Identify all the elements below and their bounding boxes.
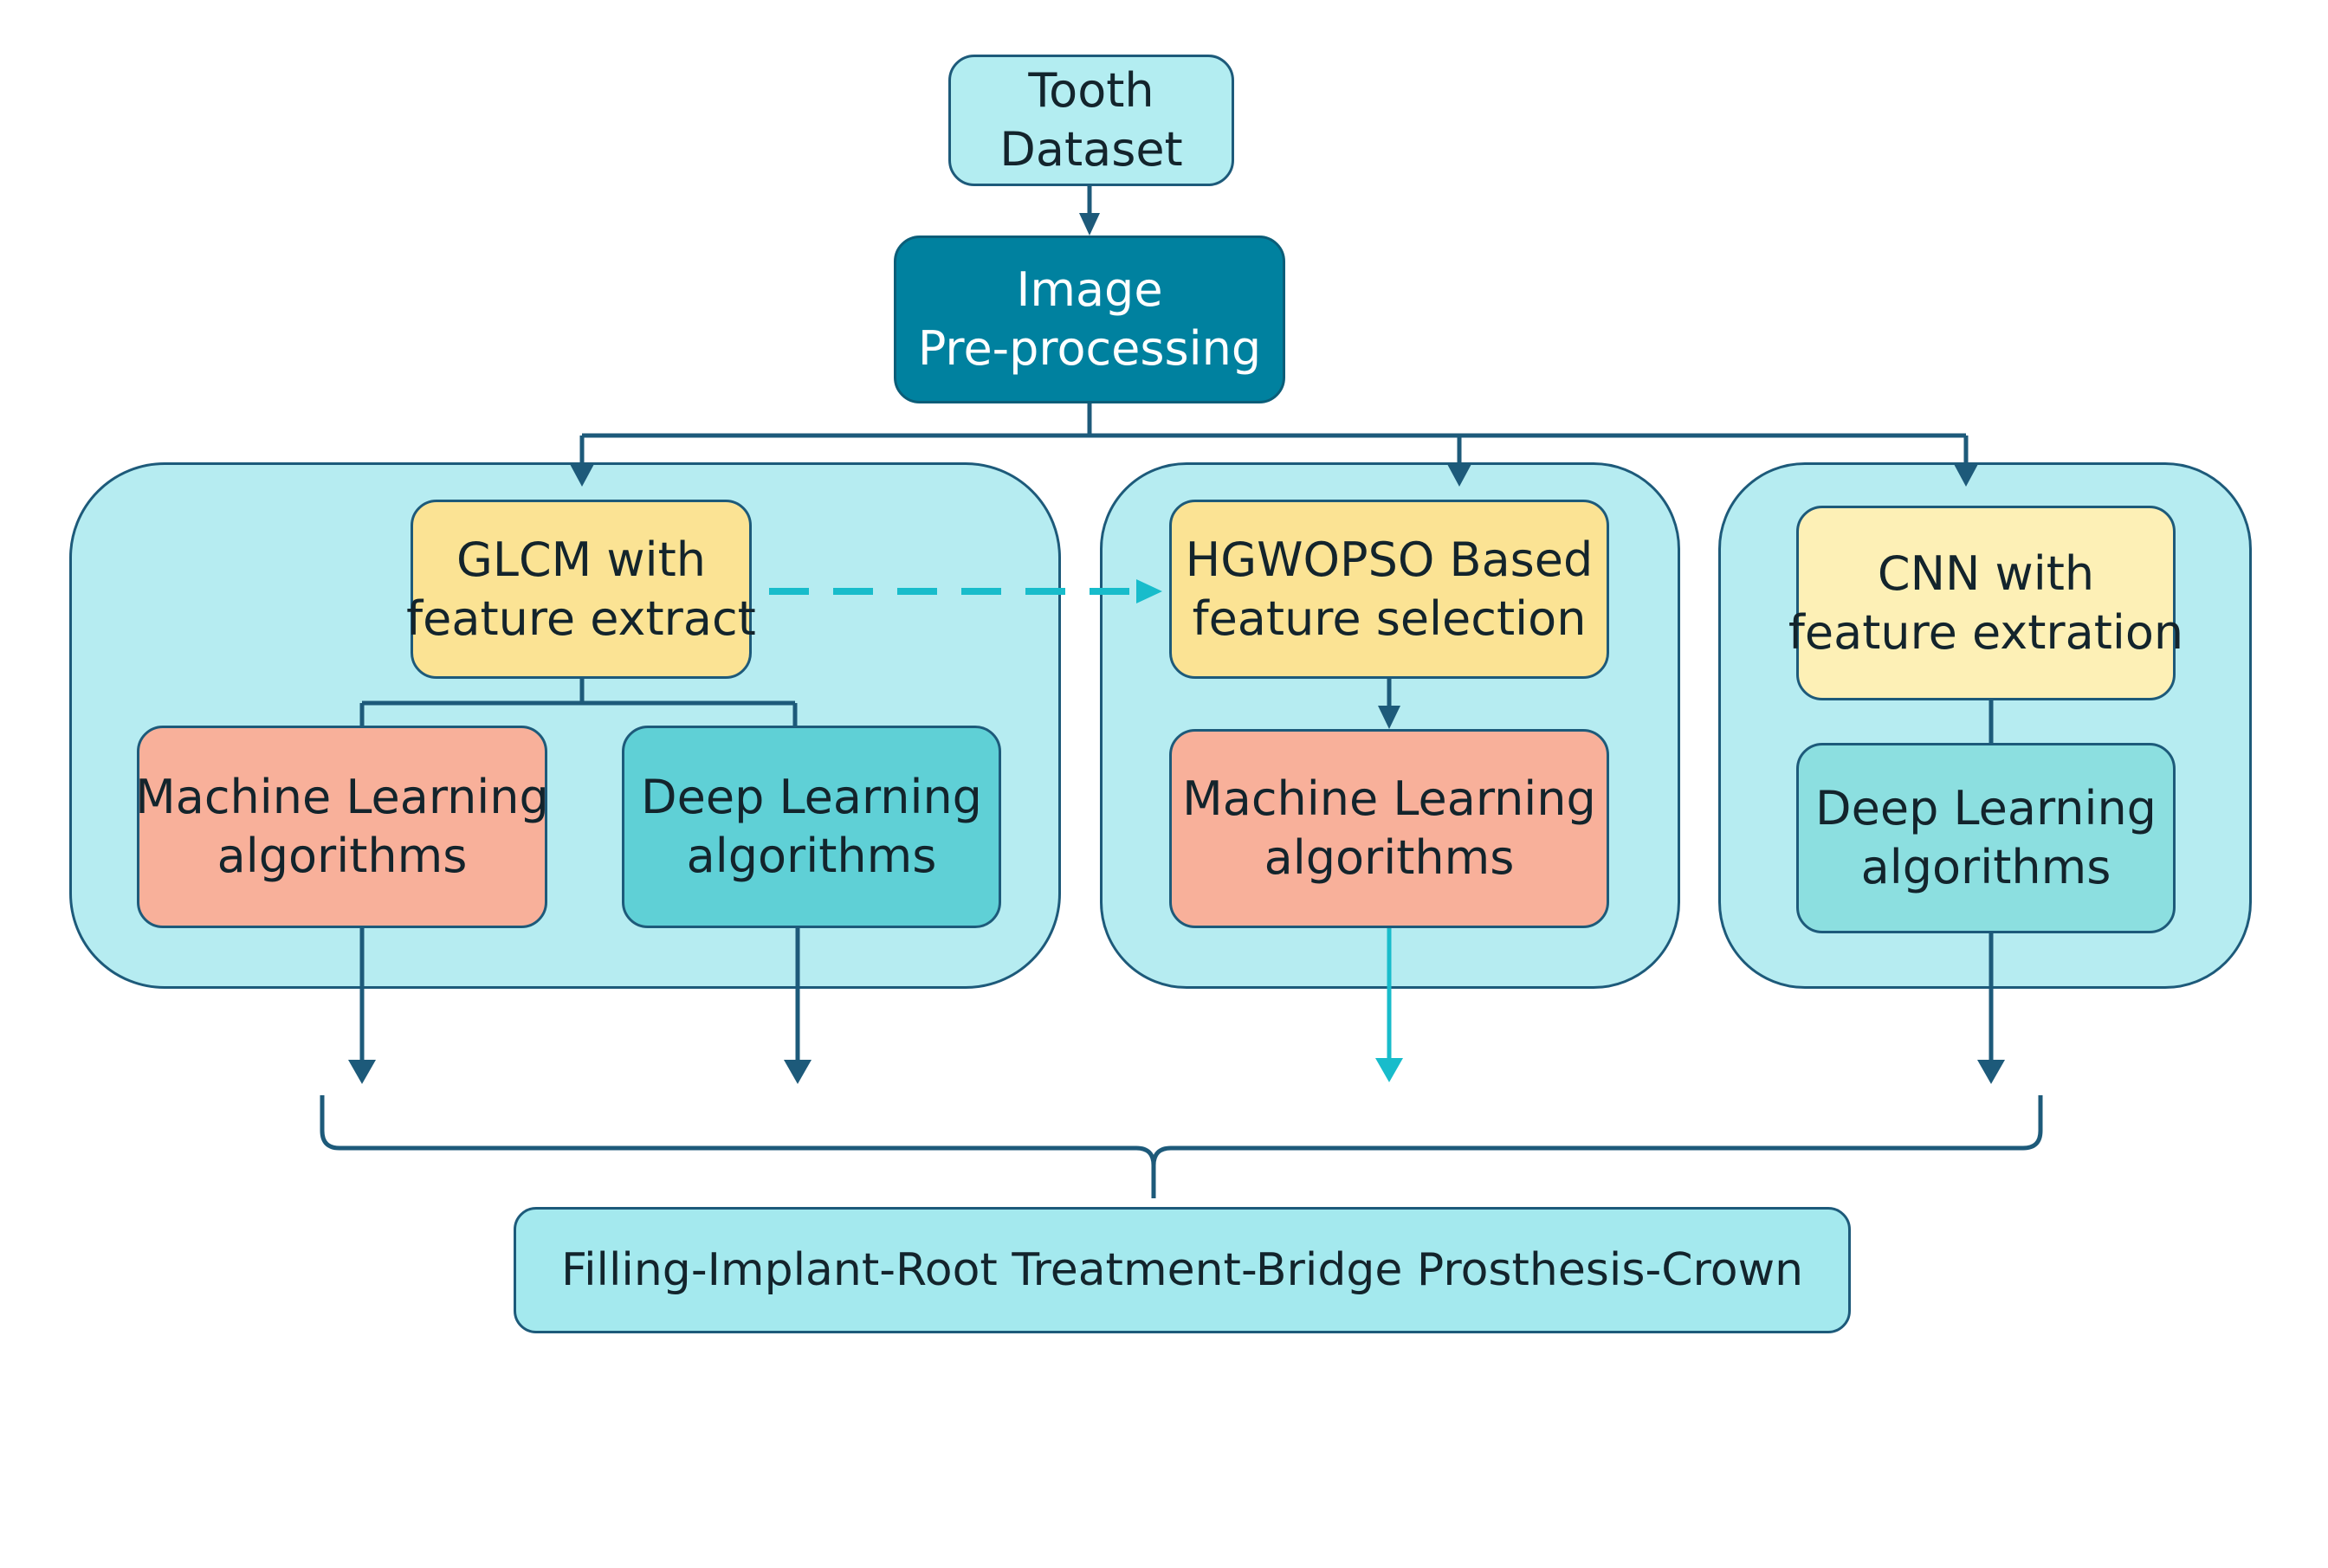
tooth-dataset-node: Tooth Dataset xyxy=(948,55,1234,186)
arrowhead-out-2 xyxy=(784,1060,812,1084)
ml-left-line2: algorithms xyxy=(217,829,468,883)
tooth-dataset-line2: Dataset xyxy=(999,122,1183,177)
tooth-dataset-line1: Tooth xyxy=(1028,63,1154,118)
arrowhead-out-1 xyxy=(348,1060,376,1084)
arrowhead-out-4 xyxy=(1977,1060,2005,1084)
arrowhead-cnn xyxy=(1954,464,1978,487)
dl-right-line2: algorithms xyxy=(1860,840,2111,894)
arrowhead-hgwopso xyxy=(1447,464,1471,487)
ml-middle-line2: algorithms xyxy=(1264,830,1515,885)
ml-middle-node: Machine Learning algorithms xyxy=(1169,729,1609,928)
dl-left-line1: Deep Learning xyxy=(641,770,982,824)
dashed-arrowhead xyxy=(1136,579,1162,603)
treatments-node: Filling-Implant-Root Treatment-Bridge Pr… xyxy=(514,1207,1851,1333)
dl-right-line1: Deep Learning xyxy=(1815,781,2157,836)
dl-left-line2: algorithms xyxy=(686,829,937,883)
ml-left-line1: Machine Learning xyxy=(135,770,549,824)
arrowhead-out-3 xyxy=(1375,1058,1403,1082)
glcm-line2: feature extract xyxy=(406,590,756,646)
ml-left-node: Machine Learning algorithms xyxy=(135,726,549,928)
image-preprocessing-node: Image Pre-processing xyxy=(894,236,1285,403)
hgwopso-line2: feature selection xyxy=(1192,590,1587,646)
image-preprocessing-line1: Image xyxy=(1016,262,1163,317)
cnn-line2: feature extration xyxy=(1788,604,2184,660)
bracket-brace xyxy=(320,1095,2043,1198)
arrowhead-ml-middle xyxy=(1378,706,1400,729)
dl-left-node: Deep Learning algorithms xyxy=(622,726,1001,928)
arrowhead-glcm xyxy=(570,464,594,487)
cnn-node: CNN with feature extration xyxy=(1788,506,2183,700)
cnn-line1: CNN with xyxy=(1877,545,2095,601)
arrowhead-dataset xyxy=(1079,213,1100,236)
dl-right-node: Deep Learning algorithms xyxy=(1796,743,2176,933)
glcm-node: GLCM with feature extract xyxy=(406,500,756,679)
hgwopso-node: HGWOPSO Based feature selection xyxy=(1169,500,1609,679)
image-preprocessing-line2: Pre-processing xyxy=(917,321,1262,376)
hgwopso-line1: HGWOPSO Based xyxy=(1185,532,1594,587)
glcm-line1: GLCM with xyxy=(456,532,706,587)
ml-middle-line1: Machine Learning xyxy=(1182,771,1596,826)
treatments-label: Filling-Implant-Root Treatment-Bridge Pr… xyxy=(560,1244,1804,1296)
